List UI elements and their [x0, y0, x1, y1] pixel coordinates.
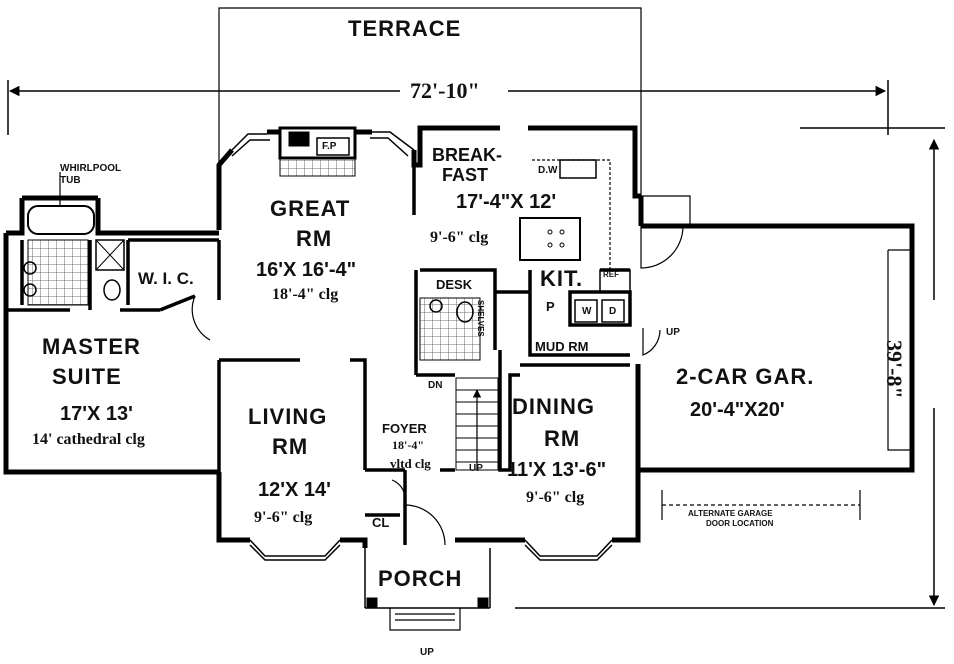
mudroom-up-label: UP [666, 327, 680, 338]
pantry-label: P [546, 299, 555, 314]
great-room-name-line2: RM [296, 226, 333, 251]
shelves-label: SHELVES [476, 300, 485, 337]
foyer-ceiling: vltd clg [390, 456, 431, 471]
great-room-name-line1: GREAT [270, 196, 351, 221]
stair-down-label: DN [428, 380, 443, 391]
wic-label: W. I. C. [138, 269, 194, 288]
exterior-walls [3, 125, 915, 548]
refrigerator-label: REF [603, 270, 619, 279]
breakfast-ceiling: 9'-6" clg [430, 229, 489, 246]
breakfast-name-line2: FAST [442, 165, 489, 185]
garage-door-marks [661, 249, 912, 520]
desk-label: DESK [436, 277, 473, 292]
living-room-size: 12'X 14' [258, 479, 331, 501]
overall-width-dimension [7, 80, 889, 135]
dryer-label: D [609, 306, 617, 317]
powder-room-fixtures [419, 297, 481, 361]
overall-width-label: 72'-10" [410, 78, 480, 103]
porch-label: PORCH [378, 566, 463, 591]
great-room-ceiling: 18'-4" clg [272, 286, 339, 303]
alt-garage-line1: ALTERNATE GARAGE [688, 509, 773, 518]
alt-garage-line2: DOOR LOCATION [706, 519, 774, 528]
dining-room-name-line1: DINING [512, 394, 595, 419]
dining-room-ceiling: 9'-6" clg [526, 489, 585, 506]
dining-room-size: 11'X 13'-6" [507, 459, 607, 481]
stair [455, 377, 499, 471]
closet-label: CL [372, 515, 390, 530]
interior-walls [6, 165, 632, 545]
dishwasher-label: D.W [538, 165, 558, 176]
living-room-name-line2: RM [272, 434, 309, 459]
foyer-name: FOYER [382, 421, 427, 436]
living-room-ceiling: 9'-6" clg [254, 509, 313, 526]
fireplace [278, 126, 357, 177]
breakfast-size: 17'-4"X 12' [456, 191, 557, 213]
master-suite-name-line2: SUITE [52, 364, 122, 389]
terrace-label: TERRACE [348, 16, 462, 41]
whirlpool-label-line1: WHIRLPOOL [60, 163, 122, 174]
great-room-size: 16'X 16'-4" [256, 259, 357, 281]
garage-size: 20'-4"X20' [690, 399, 785, 421]
mudroom-label: MUD RM [535, 339, 589, 354]
washer-label: W [582, 306, 592, 317]
fireplace-label: F.P [322, 141, 337, 152]
stair-up-label: UP [469, 463, 483, 474]
kitchen-label: KIT. [540, 266, 584, 291]
dining-room-name-line2: RM [544, 426, 581, 451]
overall-depth-label: 39'-8" [882, 340, 907, 399]
living-room-name-line1: LIVING [248, 404, 328, 429]
foyer-height: 18'-4" [392, 438, 424, 452]
master-suite-name-line1: MASTER [42, 334, 141, 359]
porch-up-label: UP [420, 647, 434, 658]
terrace-outline [218, 7, 691, 230]
master-suite-ceiling: 14' cathedral clg [32, 431, 145, 448]
breakfast-name-line1: BREAK- [432, 145, 502, 165]
porch [364, 548, 491, 631]
whirlpool-label-line2: TUB [60, 175, 81, 186]
master-bath-fixtures [23, 172, 125, 306]
kitchen-fixtures [519, 159, 631, 323]
garage-name: 2-CAR GAR. [676, 364, 815, 389]
master-suite-size: 17'X 13' [60, 403, 133, 425]
overall-depth-dimension [515, 127, 945, 609]
door-swings [191, 225, 684, 546]
bay-windows [231, 131, 613, 561]
